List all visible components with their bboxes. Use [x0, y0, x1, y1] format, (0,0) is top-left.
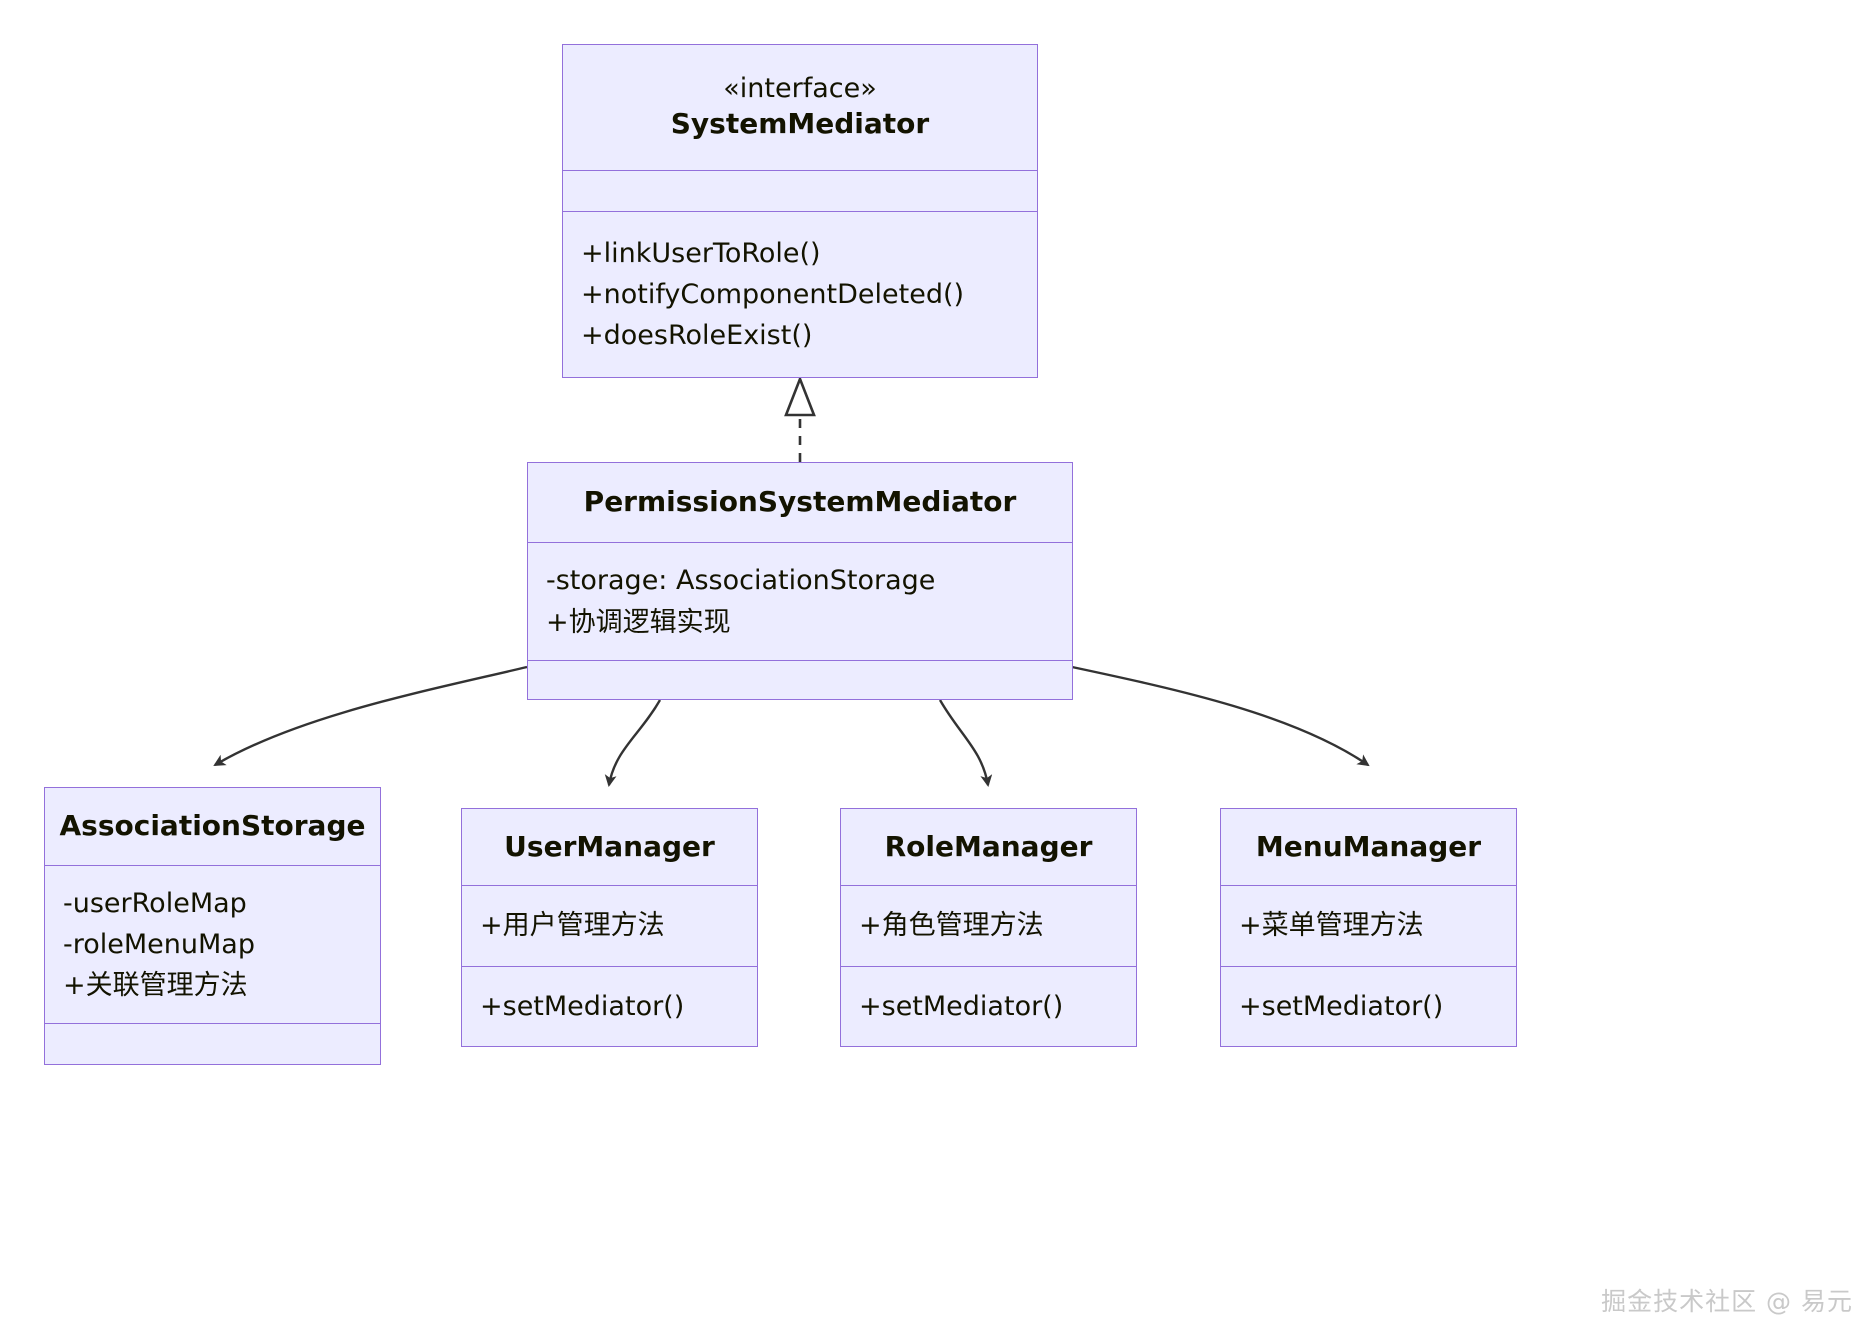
class-method: +linkUserToRole() [581, 237, 821, 269]
class-attribute: +协调逻辑实现 [546, 606, 731, 638]
class-methods-section: +setMediator() [1221, 966, 1516, 1046]
class-attributes-section [563, 170, 1037, 211]
class-attributes-section: -storage: AssociationStorage +协调逻辑实现 [528, 542, 1072, 660]
class-attribute: +角色管理方法 [859, 910, 1044, 942]
class-name: MenuManager [1255, 829, 1482, 863]
class-name: SystemMediator [670, 107, 930, 141]
class-node-menumanager[interactable]: MenuManager +菜单管理方法 +setMediator() [1220, 808, 1517, 1047]
class-methods-section: +setMediator() [462, 966, 757, 1046]
class-title-section: RoleManager [841, 809, 1136, 885]
class-methods-section [45, 1023, 380, 1064]
edge-association-rolemanager [938, 699, 993, 787]
class-name: UserManager [504, 829, 715, 863]
class-node-permissionsystemmediator[interactable]: PermissionSystemMediator -storage: Assoc… [527, 462, 1073, 700]
class-attributes-section: +角色管理方法 [841, 885, 1136, 966]
class-attribute: -userRoleMap [63, 887, 247, 919]
class-attribute: +用户管理方法 [480, 910, 665, 942]
class-name: PermissionSystemMediator [583, 485, 1017, 519]
class-name: RoleManager [884, 829, 1093, 863]
class-methods-section: +setMediator() [841, 966, 1136, 1046]
class-node-usermanager[interactable]: UserManager +用户管理方法 +setMediator() [461, 808, 758, 1047]
class-attributes-section: -userRoleMap -roleMenuMap +关联管理方法 [45, 865, 380, 1023]
class-method: +setMediator() [859, 990, 1064, 1022]
class-attribute: +菜单管理方法 [1239, 910, 1424, 942]
class-attribute: -roleMenuMap [63, 928, 255, 960]
class-stereotype: «interface» [723, 73, 877, 105]
class-name: AssociationStorage [59, 809, 366, 843]
class-title-section: «interface» SystemMediator [563, 45, 1037, 170]
class-title-section: AssociationStorage [45, 788, 380, 865]
class-node-systemmediator[interactable]: «interface» SystemMediator +linkUserToRo… [562, 44, 1038, 378]
class-title-section: PermissionSystemMediator [528, 463, 1072, 542]
edge-realization-systemmediator [784, 375, 816, 462]
class-method: +doesRoleExist() [581, 320, 813, 352]
class-attributes-section: +用户管理方法 [462, 885, 757, 966]
class-attributes-section: +菜单管理方法 [1221, 885, 1516, 966]
edge-association-usermanager [604, 699, 662, 787]
class-method: +setMediator() [480, 990, 685, 1022]
class-attribute: -storage: AssociationStorage [546, 565, 936, 597]
class-title-section: MenuManager [1221, 809, 1516, 885]
class-node-associationstorage[interactable]: AssociationStorage -userRoleMap -roleMen… [44, 787, 381, 1065]
class-method: +notifyComponentDeleted() [581, 278, 965, 310]
class-methods-section: +linkUserToRole() +notifyComponentDelete… [563, 211, 1037, 377]
class-title-section: UserManager [462, 809, 757, 885]
class-method: +setMediator() [1239, 990, 1444, 1022]
edge-association-associationstorage [213, 665, 528, 767]
class-methods-section [528, 660, 1072, 699]
edge-association-menumanager [1071, 665, 1370, 767]
watermark-label: 掘金技术社区 @ 易元 [1601, 1287, 1853, 1316]
class-attribute: +关联管理方法 [63, 970, 248, 1002]
class-node-rolemanager[interactable]: RoleManager +角色管理方法 +setMediator() [840, 808, 1137, 1047]
